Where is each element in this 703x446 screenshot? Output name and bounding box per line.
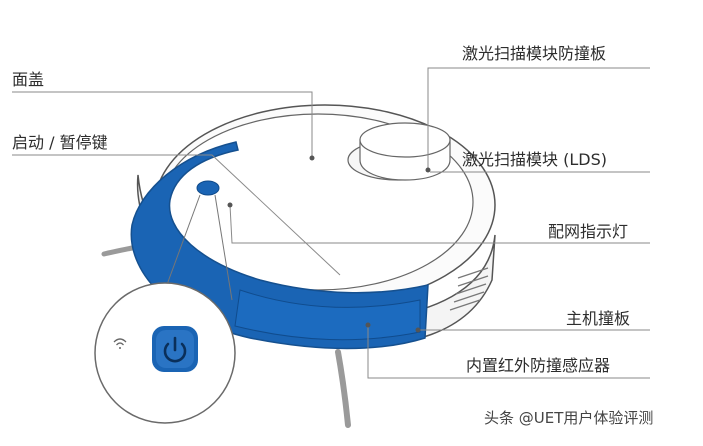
label-ir-sensor: 内置红外防撞感应器 <box>466 356 611 375</box>
label-lds-cover: 激光扫描模块防撞板 <box>462 44 607 63</box>
wifi-icon <box>113 338 127 349</box>
label-start-pause-key: 启动 / 暂停键 <box>12 133 108 152</box>
power-icon <box>152 326 198 372</box>
leader-dots <box>227 155 431 333</box>
zoom-connector-right <box>214 194 233 301</box>
side-brush <box>335 349 351 428</box>
leader-lines <box>12 67 650 379</box>
side-vents <box>449 267 489 311</box>
zoom-connector-left <box>164 194 201 291</box>
label-main-bumper: 主机撞板 <box>566 309 631 328</box>
ir-window <box>234 289 421 341</box>
lds-cover <box>359 122 451 158</box>
side-brush-left <box>101 245 135 257</box>
start-pause-button <box>196 180 220 196</box>
label-top-cover: 面盖 <box>12 70 45 89</box>
watermark: 头条 @UET用户体验评测 <box>484 409 654 427</box>
label-pairing-light: 配网指示灯 <box>548 222 629 241</box>
label-lds-module: 激光扫描模块 (LDS) <box>462 150 607 169</box>
